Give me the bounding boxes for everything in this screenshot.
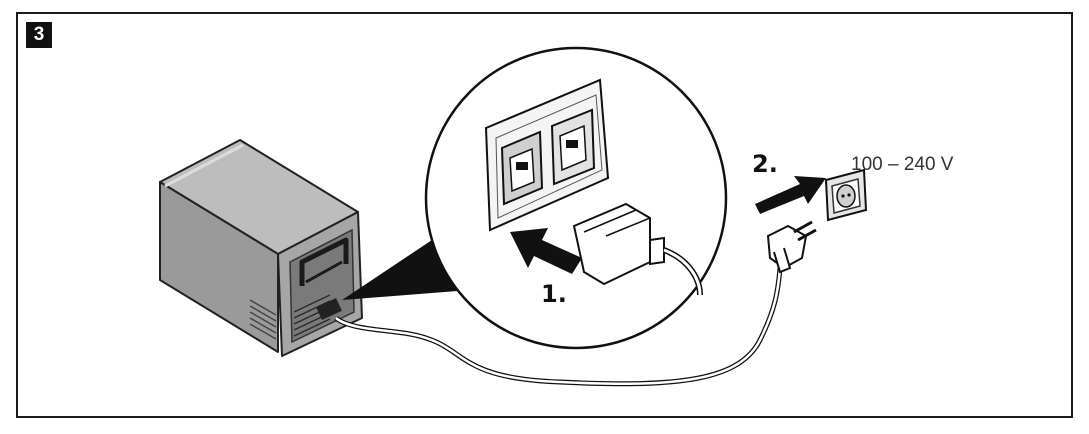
iec-socket-icon	[484, 78, 610, 232]
arrow-icon	[755, 176, 826, 214]
arrow-icon	[510, 228, 582, 274]
schuko-plug-icon	[766, 220, 817, 274]
iec-plug-icon	[572, 202, 703, 296]
wall-socket-icon	[824, 168, 868, 222]
power-supply-unit-icon	[159, 139, 363, 357]
voltage-label: 100 – 240 V	[851, 154, 954, 175]
step-1-label: 1.	[541, 280, 567, 308]
figure-number: 3	[26, 22, 52, 48]
step-2-label: 2.	[752, 150, 778, 178]
figure-frame	[16, 12, 1073, 418]
